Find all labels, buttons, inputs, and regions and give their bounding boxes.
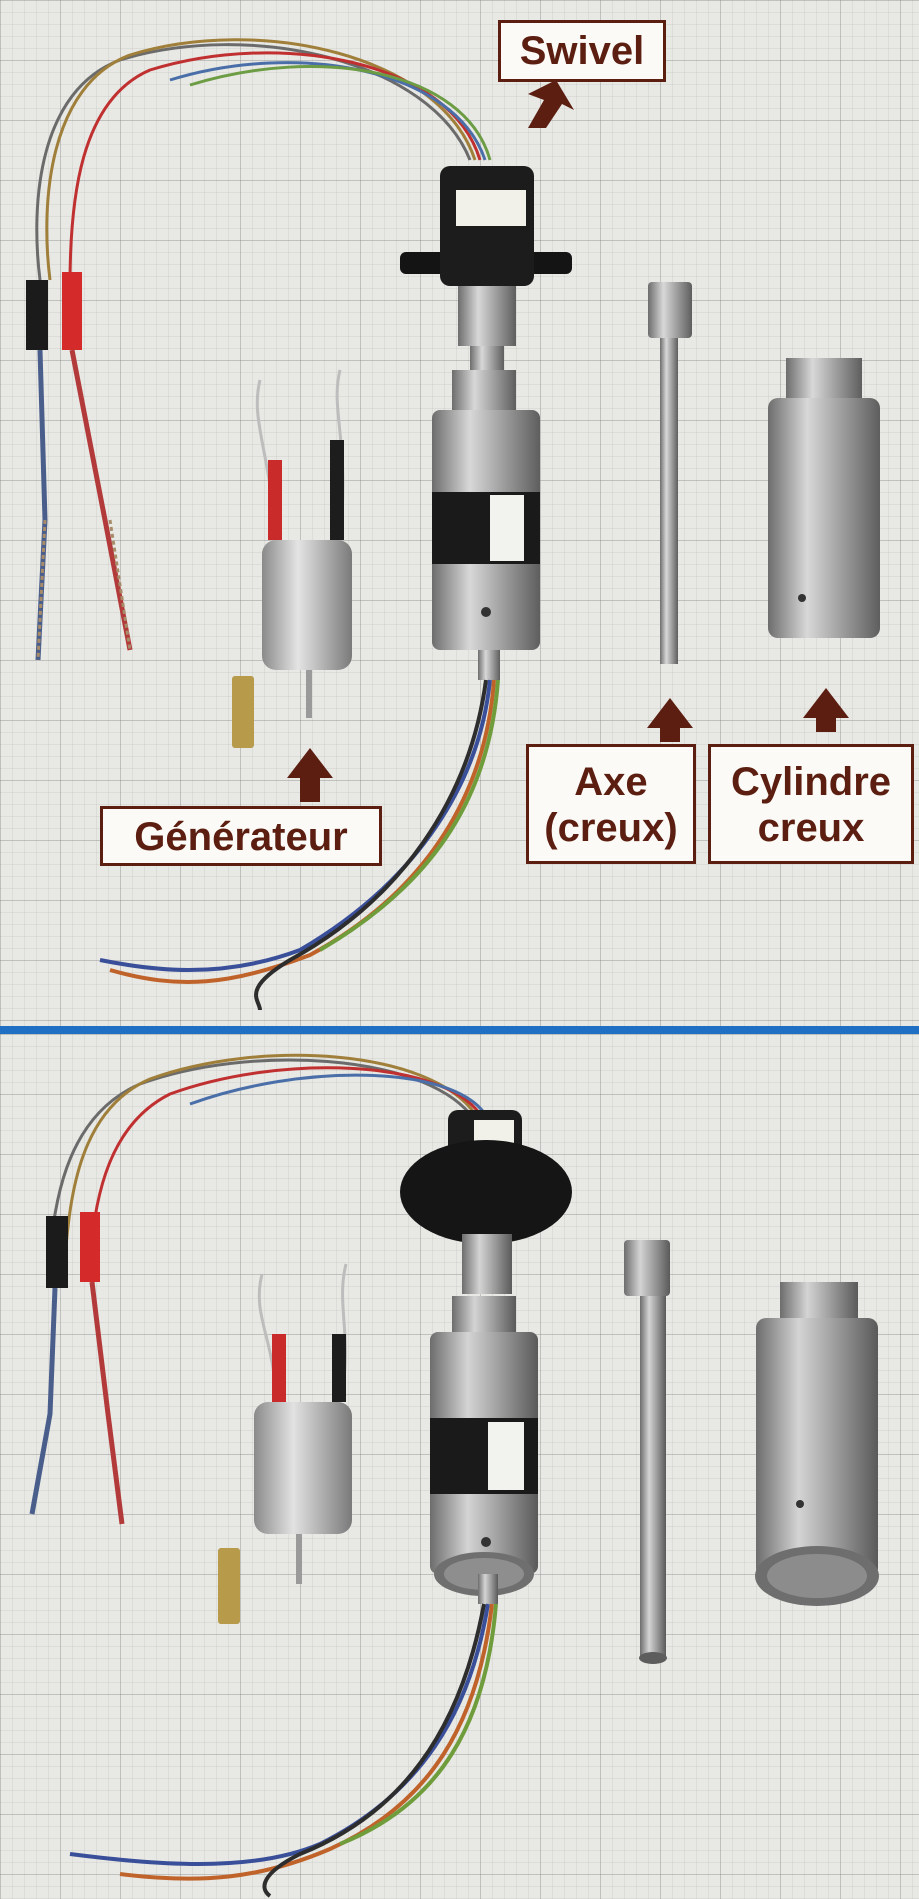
hollow-axle-2 (624, 1240, 670, 1664)
axle-label-line2: (creux) (544, 806, 678, 850)
annotated-apparatus-photo (26, 38, 880, 1011)
generator-motor-2 (218, 1263, 352, 1624)
axle-label-line1: Axe (574, 760, 648, 804)
assembled-photo-panel (0, 1034, 919, 1899)
hollow-cylinder-2 (755, 1282, 879, 1606)
swivel-device (400, 166, 572, 370)
generator-label-text: Générateur (134, 815, 348, 859)
cylinder-arrow (803, 688, 849, 732)
unannotated-apparatus-photo (29, 1053, 879, 1898)
left-leads (26, 272, 133, 661)
generator-label: Générateur (100, 806, 382, 866)
annotated-photo-panel: Swivel Générateur Axe (creux) Cylindre c… (0, 0, 919, 1026)
housing (432, 370, 540, 680)
cylinder-label-line2: creux (757, 806, 865, 850)
cylinder-label-line1: Cylindre (730, 760, 892, 804)
upper-cable-bundle (35, 38, 492, 286)
lower-cable-bundle-2 (69, 1603, 498, 1898)
cylinder-label: Cylindre creux (708, 744, 914, 864)
left-leads-2 (29, 1212, 125, 1525)
housing-2 (430, 1296, 538, 1604)
swivel-label-text: Swivel (519, 29, 645, 73)
swivel-arrow (528, 80, 574, 128)
axle-label: Axe (creux) (526, 744, 696, 864)
hollow-axle (648, 282, 692, 664)
lower-cable-bundle (99, 679, 500, 1011)
generator-arrow (287, 748, 333, 802)
panel-divider (0, 1026, 919, 1034)
swivel-label: Swivel (498, 20, 666, 82)
generator-motor (232, 369, 352, 748)
hollow-cylinder (768, 358, 880, 638)
upper-cable-bundle-2 (48, 1053, 487, 1260)
axle-arrow (647, 698, 693, 742)
swivel-device-2 (400, 1110, 572, 1294)
